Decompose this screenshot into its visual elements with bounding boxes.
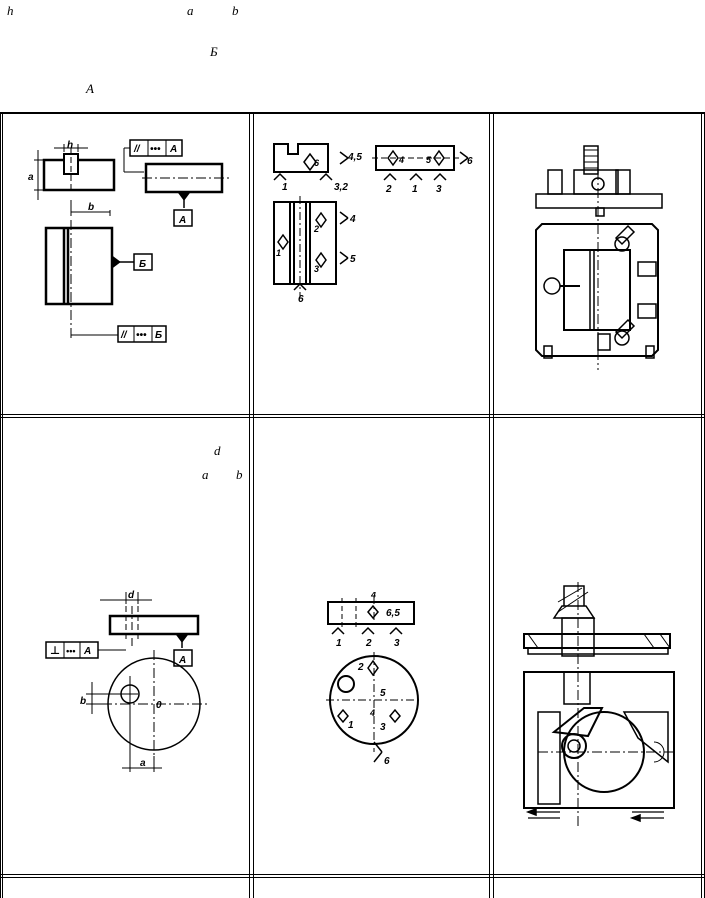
fixture-drawing-2 <box>523 582 675 826</box>
tol-top-datum: А <box>169 144 177 155</box>
tol-top-dots: ••• <box>150 144 161 155</box>
datum-A-disc: А <box>178 655 186 666</box>
dim-a-label: a <box>28 172 34 183</box>
scheme-right-5: 5 <box>426 155 432 165</box>
part-drawing-block: h a b // ••• А А Б // ••• Б <box>28 139 230 343</box>
dim-a-disc: a <box>140 758 146 769</box>
fixture-drawing-1 <box>535 145 663 370</box>
tol-bottom-dots: ••• <box>136 330 147 341</box>
tol-perp-symbol: ⊥ <box>50 645 60 657</box>
datum-B-label: Б <box>139 259 146 270</box>
basing-scheme-disc: 4 6,5 1 2 3 2 5 4 1 3 6 <box>326 592 422 767</box>
scheme-left-1: 1 <box>276 248 281 258</box>
scheme-right-6: 6 <box>467 156 473 167</box>
text-fragment-b: b <box>232 3 239 18</box>
disc-scheme-label-4: 4 <box>370 592 376 600</box>
disc-scheme-label-2: 2 <box>365 638 372 649</box>
dim-b-label: b <box>88 202 94 213</box>
scheme-right-1: 1 <box>412 184 418 195</box>
scheme-left-6: 6 <box>298 294 304 305</box>
scheme-right-4: 4 <box>398 155 404 165</box>
disc-center-label-6: 6 <box>384 756 390 767</box>
disc-center-label-3: 3 <box>380 722 386 733</box>
scheme-left-2: 2 <box>313 224 319 234</box>
scheme-right-2: 2 <box>385 184 392 195</box>
text-fragment-b-row2: b <box>236 467 243 482</box>
dim-b-disc: b <box>80 696 86 707</box>
text-fragment-d: d <box>214 443 221 458</box>
disc-scheme-label-3: 3 <box>394 638 400 649</box>
text-fragment-a: a <box>187 3 194 18</box>
tol-perp-dots: ••• <box>66 646 75 656</box>
disc-center-label-1: 1 <box>348 720 354 731</box>
text-fragment-A: А <box>86 81 94 96</box>
tol-bottom-symbol: // <box>120 330 128 341</box>
tol-bottom-datum: Б <box>155 330 162 341</box>
disc-center-label-2: 2 <box>357 662 364 673</box>
scheme-label-3-2: 3,2 <box>334 182 348 193</box>
tol-top-symbol: // <box>133 144 141 155</box>
scheme-left-5: 5 <box>350 254 356 265</box>
center-label-0: 0 <box>156 700 162 711</box>
dim-h-label: h <box>67 140 73 151</box>
part-drawing-disc: d ⊥ ••• А А b a 0 <box>45 590 208 772</box>
dim-d-label: d <box>128 590 135 601</box>
disc-scheme-label-6-5: 6,5 <box>386 608 400 619</box>
text-fragment-h: h <box>7 3 14 18</box>
scheme-left-4: 4 <box>349 214 356 225</box>
scheme-label-6a: 6 <box>314 158 320 168</box>
text-fragment-B: Б <box>210 44 218 59</box>
scheme-left-3: 3 <box>314 264 319 274</box>
scheme-right-3: 3 <box>436 184 442 195</box>
disc-center-label-4: 4 <box>369 708 375 718</box>
scheme-label-4-5: 4,5 <box>347 152 362 163</box>
text-fragment-a-row2: a <box>202 467 209 482</box>
disc-center-label-5: 5 <box>380 688 386 699</box>
basing-scheme-block: 4,5 6 1 3,2 4 5 6 2 1 3 2 4 1 3 5 6 <box>273 143 473 305</box>
datum-A-label: А <box>178 215 186 226</box>
scheme-label-1: 1 <box>282 182 288 193</box>
tol-perp-datum: А <box>83 646 91 657</box>
disc-scheme-label-1: 1 <box>336 638 342 649</box>
